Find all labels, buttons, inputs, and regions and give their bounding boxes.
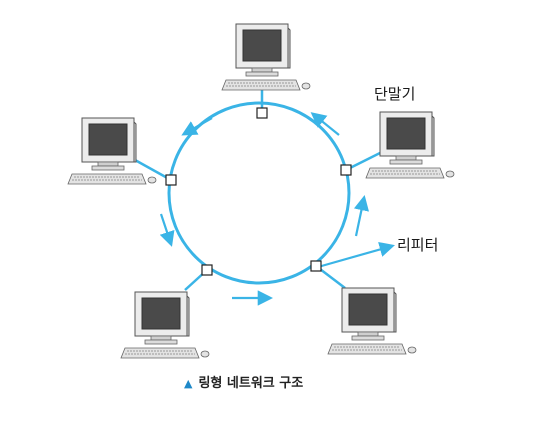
direction-arrow-icon <box>353 194 369 237</box>
flow-arrows <box>159 112 369 306</box>
terminal-label: 단말기 <box>374 85 416 103</box>
repeater-label: 리피터 <box>397 236 439 254</box>
direction-arrow-icon <box>159 213 175 247</box>
desktop-computer-icon <box>365 111 455 179</box>
caption-text: 링형 네트워크 구조 <box>198 376 304 391</box>
connection-line <box>345 150 383 172</box>
square-node-icon <box>165 174 177 186</box>
direction-arrow-icon <box>310 112 340 136</box>
desktop-computer-icon <box>120 291 210 359</box>
square-node-icon <box>256 107 268 119</box>
repeater-arrow <box>317 241 395 269</box>
direction-arrow-icon <box>181 117 213 136</box>
desktop-computer-icon <box>67 117 157 185</box>
figure-caption: ▲ 링형 네트워크 구조 <box>184 372 303 391</box>
square-node-icon <box>340 164 352 176</box>
triangle-marker-icon: ▲ <box>184 377 193 390</box>
desktop-computer-icon <box>327 287 417 355</box>
connection-line <box>134 158 172 182</box>
repeaters <box>165 107 352 276</box>
ring-cable <box>167 101 351 285</box>
square-node-icon <box>201 264 213 276</box>
desktop-computer-icon <box>221 23 311 91</box>
square-node-icon <box>310 260 322 272</box>
